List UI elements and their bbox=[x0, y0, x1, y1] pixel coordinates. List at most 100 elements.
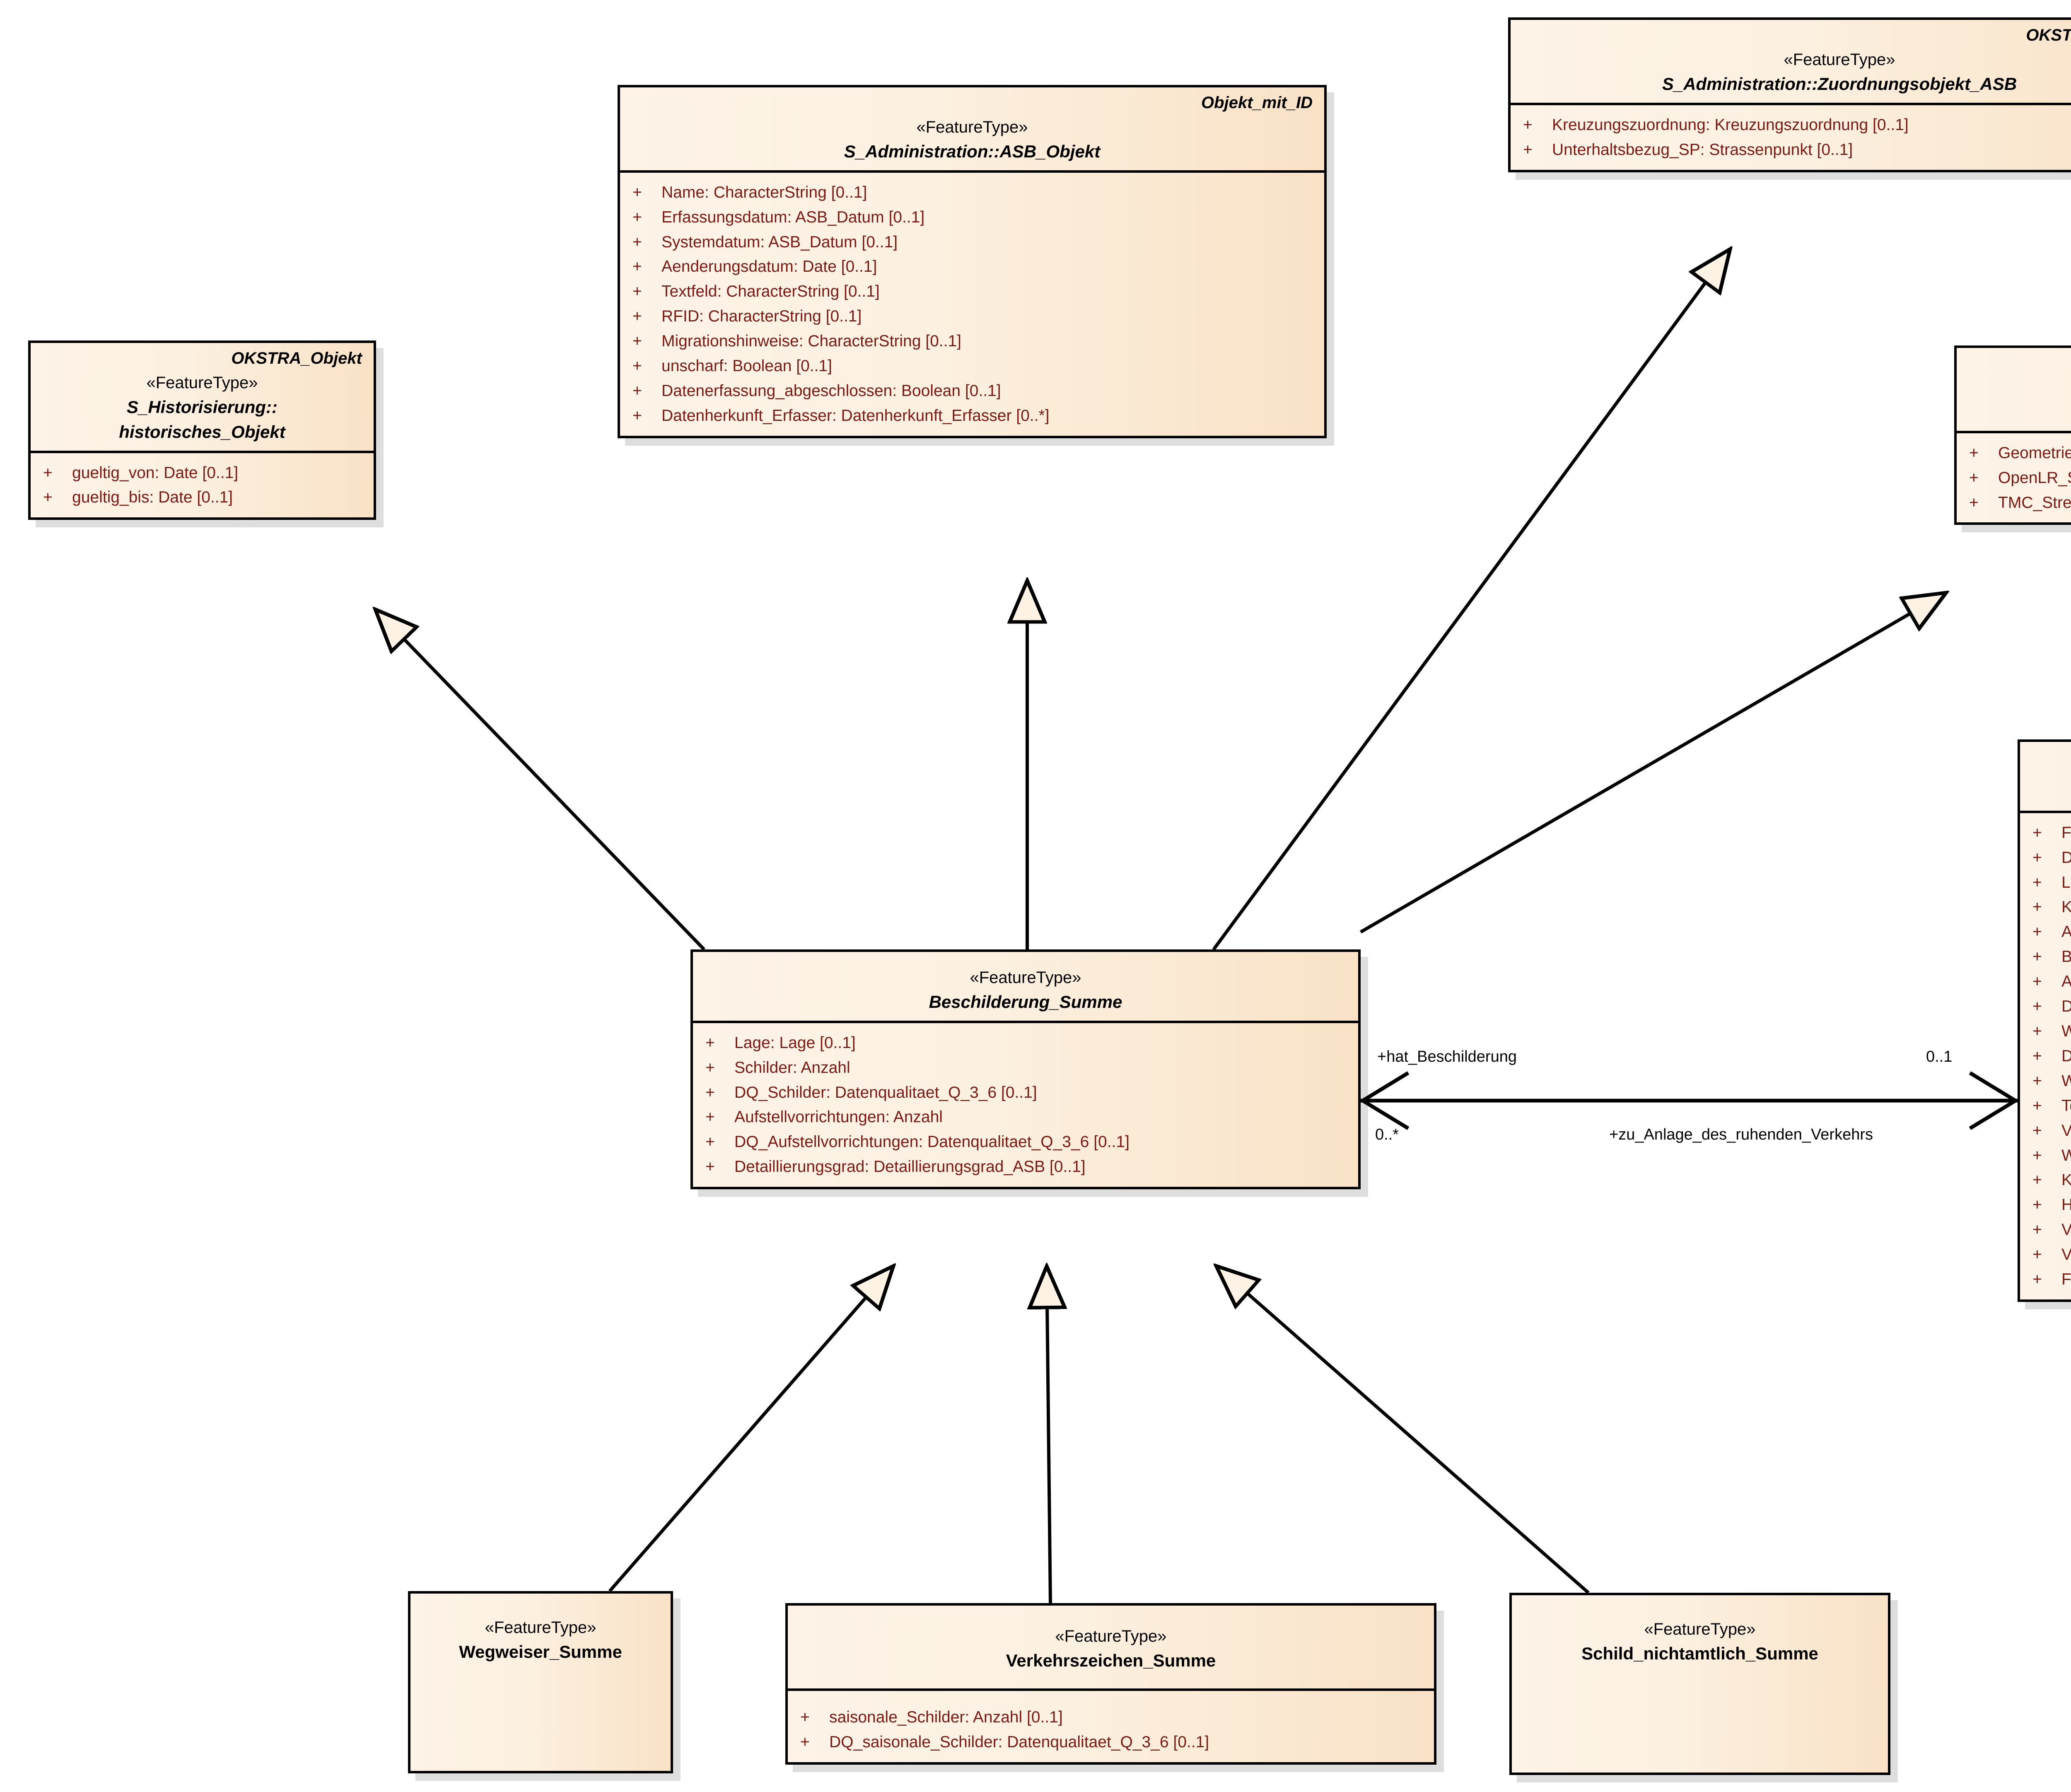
visibility-marker: + bbox=[632, 332, 642, 350]
class-tag: OKSTRA_Objekt bbox=[231, 349, 362, 367]
attribute-row: + unscharf: Boolean [0..1] bbox=[632, 354, 1318, 379]
class-wegweiser-summe[interactable]: «FeatureType» Wegweiser_Summe bbox=[408, 1591, 673, 1773]
class-streckenobjekt[interactable]: OKSTRA_Objekt «FeatureType» S_Strassenne… bbox=[1954, 345, 2071, 525]
attribute-row: +Verbindung_andere_Richtungsfahrbahnen: … bbox=[2032, 1242, 2071, 1267]
attribute-row: +DQ_Anlagengrundflaeche: Datenqualitaet_… bbox=[2032, 994, 2071, 1019]
attribute-signature: Schilder: Anzahl bbox=[734, 1058, 850, 1077]
visibility-marker: + bbox=[800, 1708, 810, 1726]
attribute-row: + Erfassungsdatum: ASB_Datum [0..1] bbox=[632, 205, 1318, 230]
generalization-wegweiser-to-beschilderung bbox=[608, 1266, 894, 1592]
attribute-signature: Touristikinfo: Dreiwertige_Logik [0..1] bbox=[2061, 1096, 2071, 1115]
class-stereotype: «FeatureType» bbox=[146, 374, 258, 392]
attribute-signature: Fussweg_zur_Anlage_gegenueber: Dreiwerti… bbox=[2061, 1270, 2071, 1289]
attribute-signature: DQ_saisonale_Schilder: Datenqualitaet_Q_… bbox=[829, 1733, 1209, 1751]
attribute-signature: Lage: Lage [0..1] bbox=[734, 1034, 856, 1052]
generalization-beschilderung-to-streckenobjekt bbox=[1359, 592, 1947, 934]
class-stereotype: «FeatureType» bbox=[1966, 377, 2071, 398]
attribute-row: +OpenLR_Streckenobjekt: OpenLR_LineLocat… bbox=[1969, 466, 2071, 490]
attribute-row: + gueltig_von: Date [0..1] bbox=[43, 461, 368, 485]
visibility-marker: + bbox=[705, 1158, 715, 1176]
attribute-signature: gueltig_von: Date [0..1] bbox=[72, 464, 239, 482]
visibility-marker: + bbox=[705, 1083, 715, 1101]
attribute-signature: Kategorie: Kategorie_ARV bbox=[2061, 898, 2071, 916]
class-name: Beschilderung_Summe bbox=[929, 992, 1122, 1012]
visibility-marker: + bbox=[2032, 1270, 2042, 1289]
visibility-marker: + bbox=[43, 464, 53, 482]
attribute-signature: Erfassungsdatum: ASB_Datum [0..1] bbox=[661, 208, 925, 226]
class-verkehrszeichen-summe[interactable]: «FeatureType» Verkehrszeichen_Summe + sai… bbox=[785, 1603, 1436, 1765]
association-target-multiplicity-label: 0..1 bbox=[1926, 1048, 1953, 1065]
attribute-signature: Kreuzungszuordnung: Kreuzungszuordnung [… bbox=[1552, 116, 1909, 134]
attribute-compartment: + Flaechengeometrie: GM_MultiSurface [0..… bbox=[2020, 813, 2071, 1299]
visibility-marker: + bbox=[1969, 493, 1979, 512]
class-zuordnungsobjekt-asb[interactable]: OKSTRA_Objekt «FeatureType» S_Administra… bbox=[1508, 17, 2071, 172]
class-historisches-objekt[interactable]: OKSTRA_Objekt «FeatureType» S_Historisie… bbox=[28, 341, 376, 520]
visibility-marker: + bbox=[2032, 1047, 2042, 1065]
attribute-row: +Datenerfassung_abgeschlossen: Boolean [… bbox=[632, 379, 1318, 403]
class-stereotype: «FeatureType» bbox=[1055, 1627, 1167, 1645]
attribute-row: +Aufstellvorrichtungen: Anzahl bbox=[705, 1105, 1352, 1130]
attribute-row: +DQ_Schilder: Datenqualitaet_Q_3_6 [0..1… bbox=[705, 1080, 1352, 1105]
attribute-signature: DQ_Flaechengeometrie: Datenqualitaet_Q_1… bbox=[2061, 848, 2071, 867]
attribute-row: +DQ_saisonale_Schilder: Datenqualitaet_Q… bbox=[800, 1730, 1428, 1755]
class-stereotype: «FeatureType» bbox=[2029, 757, 2071, 778]
attribute-row: +Hauptbaulasttraeger: Baulasttraeger_ARV… bbox=[2032, 1193, 2071, 1217]
attribute-row: +Wechselstube: Dreiwertige_Logik [0..1] bbox=[2032, 1069, 2071, 1094]
attribute-signature: OpenLR_Streckenobjekt: OpenLR_LineLocati… bbox=[1998, 469, 2071, 487]
attribute-row: +Schilder: Anzahl bbox=[705, 1055, 1352, 1080]
attribute-signature: Systemdatum: ASB_Datum [0..1] bbox=[661, 233, 898, 251]
association-beschilderung-arv bbox=[1359, 1071, 2019, 1130]
visibility-marker: + bbox=[2032, 1171, 2042, 1189]
attribute-row: +Aenderungsdatum: Date [0..1] bbox=[632, 254, 1318, 279]
attribute-signature: Bewirtschaftung: Dreiwertige_Logik [0..1… bbox=[2061, 948, 2071, 966]
attribute-signature: unscharf: Boolean [0..1] bbox=[661, 357, 832, 375]
attribute-row: +DQ_Wandflaeche: Datenqualitaet_Q_3_3_1 … bbox=[2032, 1044, 2071, 1069]
visibility-marker: + bbox=[632, 357, 642, 375]
class-name: S_Administration::ASB_Objekt bbox=[844, 142, 1101, 161]
attribute-row: +Wandflaeche: Quadratmeter [0..1] bbox=[2032, 1019, 2071, 1044]
class-header: «FeatureType» Beschilderung_Summe bbox=[693, 952, 1358, 1021]
compartment-divider bbox=[31, 450, 374, 453]
attribute-signature: Flaechengeometrie: GM_MultiSurface [0..1… bbox=[2061, 824, 2071, 842]
attribute-signature: TMC_Streckenobjekt: TMC_Streckenreferenz… bbox=[1998, 493, 2071, 512]
class-stereotype: «FeatureType» bbox=[485, 1618, 596, 1637]
class-header: «FeatureType» Wegweiser_Summe bbox=[410, 1594, 671, 1671]
attribute-signature: Aenderungsdatum: Date [0..1] bbox=[661, 258, 877, 276]
class-header: OKSTRA_Objekt «FeatureType» S_Historisie… bbox=[31, 343, 374, 451]
attribute-row: +Anlagengrundflaeche: Quadratmeter [0..1… bbox=[2032, 969, 2071, 994]
class-asb-objekt[interactable]: Objekt_mit_ID «FeatureType» S_Administra… bbox=[618, 85, 1327, 438]
class-schild-nichtamtlich-summe[interactable]: «FeatureType» Schild_nichtamtlich_Summe bbox=[1509, 1593, 1890, 1775]
class-header: Objekt_mit_ID «FeatureType» S_Administra… bbox=[620, 87, 1324, 170]
attribute-row: +Name: CharacterString [0..1] bbox=[632, 180, 1318, 205]
visibility-marker: + bbox=[632, 406, 642, 425]
attribute-signature: Lage: Lage bbox=[2061, 873, 2071, 891]
class-beschilderung-summe[interactable]: «FeatureType» Beschilderung_Summe + Lage:… bbox=[690, 949, 1361, 1190]
class-anlage-des-ruhenden-verkehrs[interactable]: «FeatureType» S_Strassenausstattungen::A… bbox=[2018, 739, 2071, 1302]
attribute-row: + saisonale_Schilder: Anzahl [0..1] bbox=[800, 1705, 1428, 1730]
visibility-marker: + bbox=[1969, 444, 1979, 462]
class-name: Schild_nichtamtlich_Summe bbox=[1581, 1644, 1818, 1663]
attribute-signature: Anlagengrundflaeche: Quadratmeter [0..1] bbox=[2061, 973, 2071, 991]
visibility-marker: + bbox=[2032, 898, 2042, 916]
attribute-signature: Geometrie_Streckenobjekt: GM_Curve [0..1… bbox=[1998, 444, 2071, 462]
attribute-row: + gueltig_bis: Date [0..1] bbox=[43, 485, 368, 510]
attribute-row: +Verlade_und_Umschlaganlagen: Dreiwertig… bbox=[2032, 1118, 2071, 1143]
class-header: «FeatureType» Schild_nichtamtlich_Summe bbox=[1512, 1595, 1888, 1672]
attribute-row: + Kategorie: Kategorie_ARV bbox=[2032, 895, 2071, 920]
class-stereotype: «FeatureType» bbox=[970, 968, 1081, 987]
attribute-row: +Migrationshinweise: CharacterString [0.… bbox=[632, 329, 1318, 354]
visibility-marker: + bbox=[2032, 1146, 2042, 1164]
class-name: S_Strassennetz::Streckenobjekt bbox=[1966, 401, 2071, 423]
visibility-marker: + bbox=[632, 208, 642, 226]
attribute-row: +DQ_Aufstellvorrichtungen: Datenqualitae… bbox=[705, 1130, 1352, 1154]
attribute-compartment: + gueltig_von: Date [0..1] + gueltig_bis… bbox=[31, 453, 374, 518]
compartment-divider bbox=[1511, 102, 2071, 105]
class-tag: OKSTRA_Objekt bbox=[2026, 26, 2071, 44]
class-header: OKSTRA_Objekt «FeatureType» S_Strassenne… bbox=[1957, 348, 2071, 431]
attribute-signature: DQ_Anlagengrundflaeche: Datenqualitaet_Q… bbox=[2061, 997, 2071, 1016]
attribute-row: +Kirche: Dreiwertige_Logik [0..1] bbox=[2032, 1168, 2071, 1193]
class-name: Verkehrszeichen_Summe bbox=[1006, 1651, 1216, 1670]
attribute-row: + TMC_Streckenobjekt: TMC_Streckenreferen… bbox=[1969, 490, 2071, 515]
visibility-marker: + bbox=[2032, 1246, 2042, 1264]
attribute-signature: saisonale_Schilder: Anzahl [0..1] bbox=[829, 1708, 1063, 1726]
